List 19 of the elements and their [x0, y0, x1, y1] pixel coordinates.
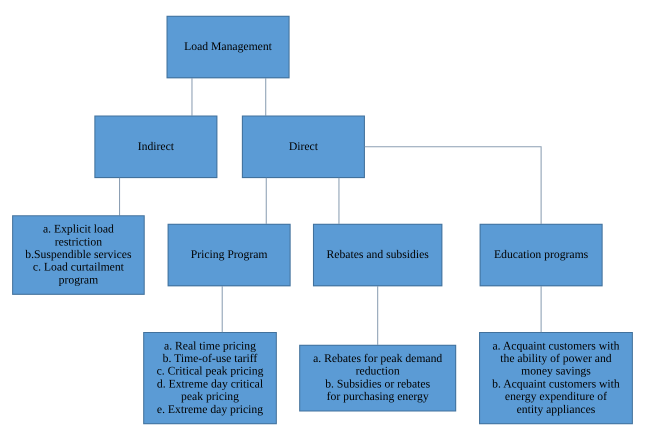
node-box: a. Acquaint customers with the ability of power and money savings b. Acquaint customers with energy expenditure of entity appliances: [479, 331, 633, 424]
connector: [191, 78, 192, 116]
node-box: Load Management: [166, 15, 290, 78]
node-box: Rebates and subsidies: [312, 223, 442, 286]
connector: [377, 286, 378, 344]
node-box: Direct: [242, 114, 365, 178]
node-box: a. Real time pricing b. Time-of-use tariff c. Critical peak pricing d. Extreme day critical peak pricing e. Extreme day pricing: [143, 331, 277, 424]
connector: [119, 177, 120, 215]
node-box: Indirect: [94, 114, 218, 178]
connector: [540, 286, 542, 332]
node-box: Education programs: [480, 223, 603, 286]
connector: [364, 146, 542, 224]
node-box: a. Rebates for peak demand reduction b. Subsidies or rebates for purchasing energy: [299, 344, 456, 412]
connector: [338, 177, 340, 224]
connector: [222, 286, 223, 332]
node-box: Pricing Program: [168, 223, 291, 286]
node-box: a. Explicit load restriction b.Suspendible services c. Load curtailment program: [12, 214, 145, 294]
connector: [265, 78, 266, 116]
connector: [266, 177, 267, 224]
